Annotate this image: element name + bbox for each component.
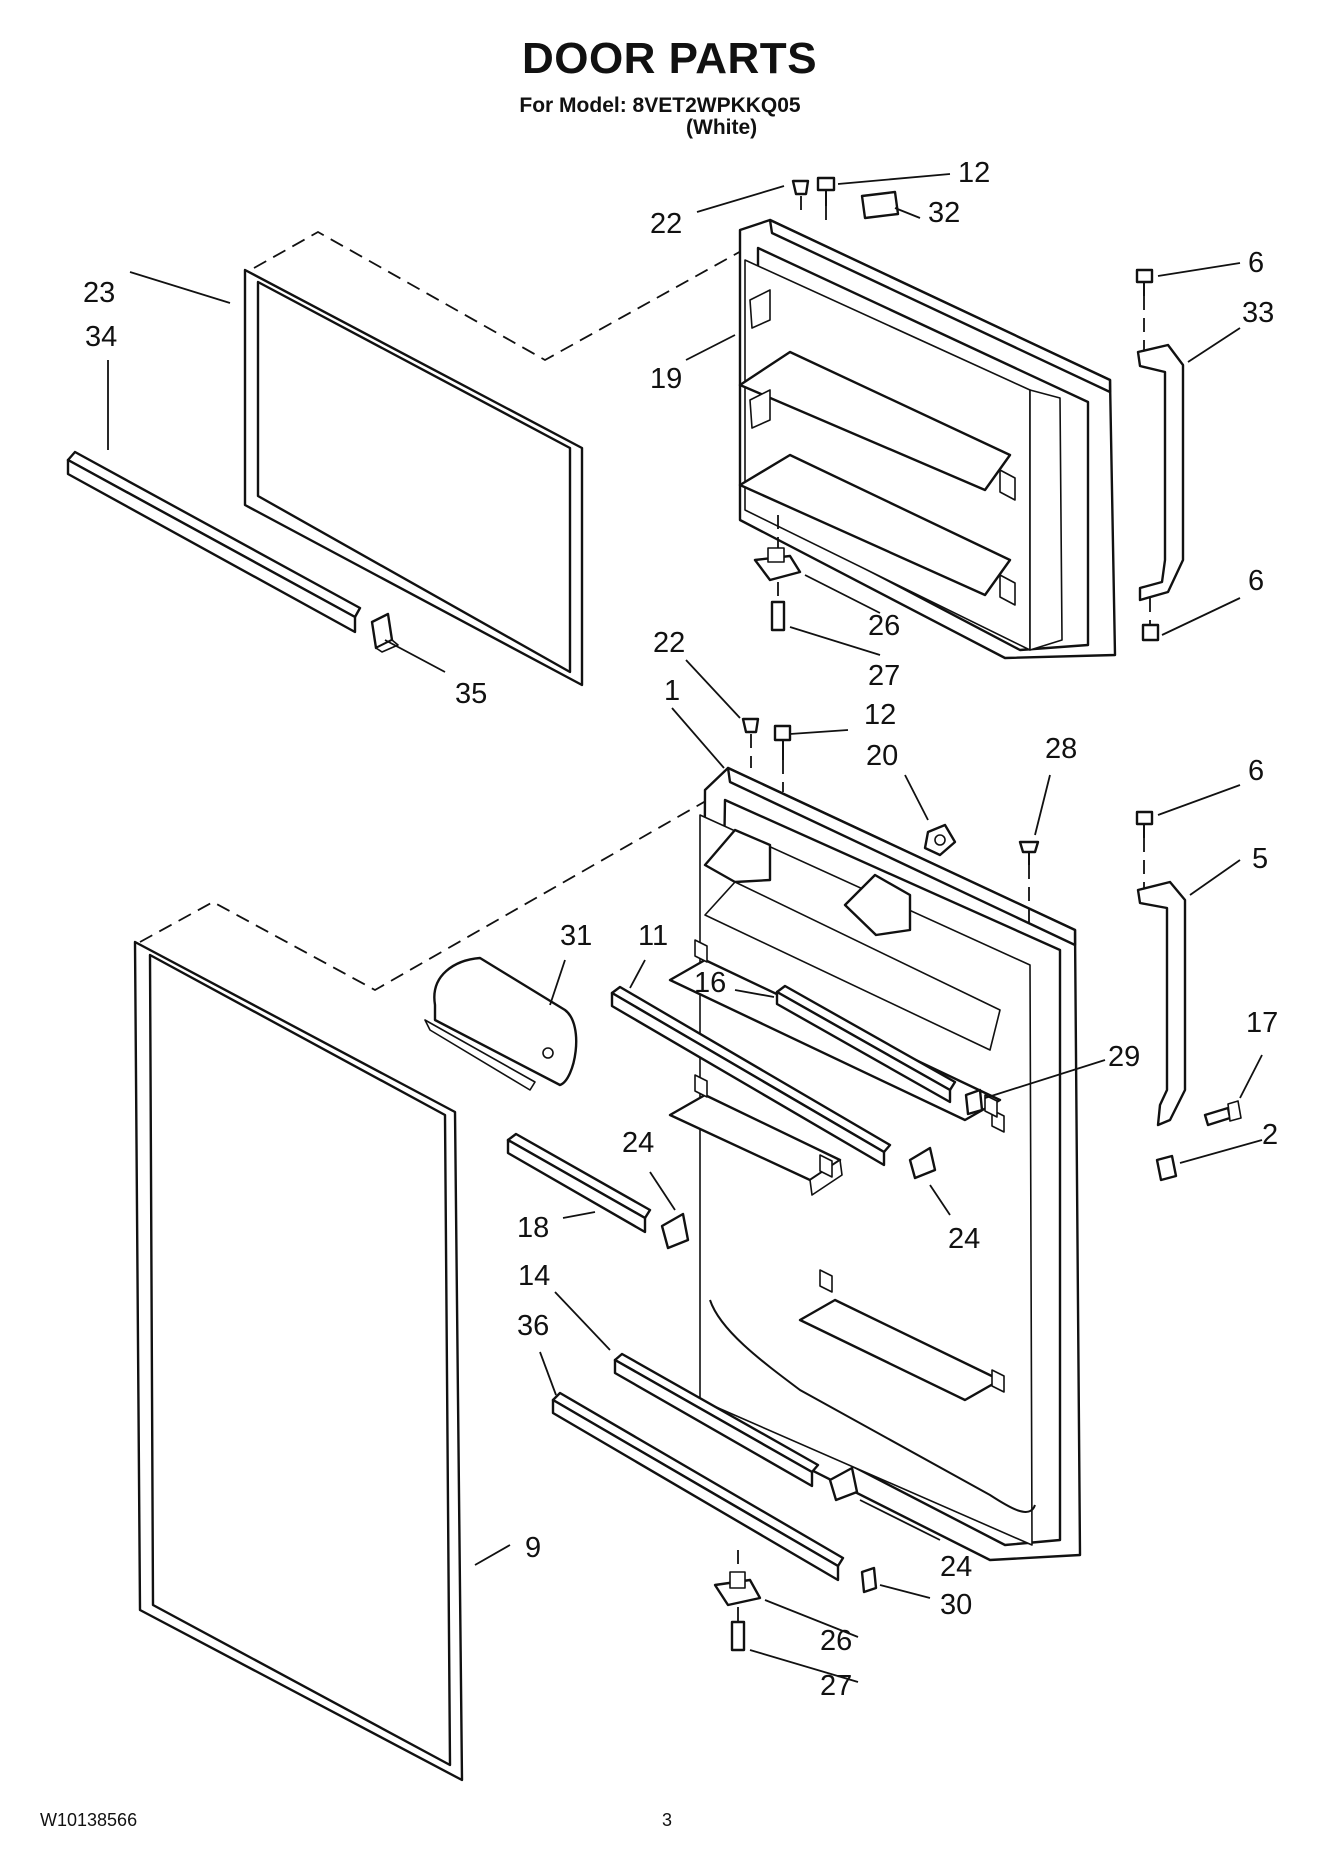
- freezer-trim-strip: [66, 450, 362, 634]
- dairy-door: [424, 956, 578, 1091]
- freezer-handle-screw-top: [1135, 268, 1154, 350]
- callout-27-top: 27: [868, 660, 900, 692]
- callout-23: 23: [83, 277, 115, 309]
- callout-26-top: 26: [868, 610, 900, 642]
- callout-33: 33: [1242, 297, 1274, 329]
- callout-9: 9: [525, 1532, 541, 1564]
- page-number: 3: [662, 1810, 673, 1830]
- callout-36: 36: [517, 1310, 549, 1342]
- bottom-cap: [860, 1566, 878, 1594]
- fresh-handle-screw-top: [1135, 810, 1154, 888]
- freezer-door-body: [738, 218, 1117, 660]
- callout-20: 20: [866, 740, 898, 772]
- upper-shelf-bar: [610, 985, 892, 1167]
- callout-30: 30: [940, 1589, 972, 1621]
- freezer-label: [860, 190, 900, 220]
- freezer-top-screw-12: [816, 176, 836, 224]
- shelf-cap-left: [660, 1212, 690, 1250]
- callout-6-c: 6: [1248, 755, 1264, 787]
- leader-lines: [107, 173, 1263, 1683]
- callout-27-bottom: 27: [820, 1670, 852, 1702]
- color-line: (White): [686, 116, 758, 139]
- door-stop: [923, 823, 957, 857]
- small-shelf-bar: [506, 1132, 652, 1234]
- callout-28: 28: [1045, 733, 1077, 765]
- lower-shelf-cap: [828, 1466, 859, 1502]
- fresh-handle-cap: [1155, 1154, 1178, 1182]
- callout-26-bottom: 26: [820, 1625, 852, 1657]
- fresh-food-gasket: [133, 940, 464, 1782]
- lower-bar-14: [613, 1352, 820, 1488]
- page-title: DOOR PARTS: [521, 34, 818, 83]
- freezer-top-screw-22: [791, 179, 810, 218]
- callout-29: 29: [1108, 1041, 1140, 1073]
- callout-2: 2: [1262, 1119, 1278, 1151]
- callout-12-mid: 12: [864, 699, 896, 731]
- callout-12-top: 12: [958, 157, 990, 189]
- callout-17: 17: [1246, 1007, 1278, 1039]
- callout-35: 35: [455, 678, 487, 710]
- callout-19: 19: [650, 363, 682, 395]
- fresh-food-handle: [1136, 880, 1187, 1127]
- callout-22-top: 22: [650, 208, 682, 240]
- lower-bar-36: [551, 1391, 845, 1582]
- freezer-handle: [1136, 343, 1185, 602]
- freezer-gasket: [243, 268, 584, 687]
- callout-6-b: 6: [1248, 565, 1264, 597]
- freezer-handle-screw-bottom: [1141, 598, 1160, 642]
- fresh-alignment-dashline: [139, 789, 726, 992]
- upper-trim: [775, 984, 957, 1104]
- callout-11: 11: [638, 920, 668, 952]
- fresh-handle-side-screw: [1203, 1100, 1242, 1127]
- callout-16: 16: [694, 967, 726, 999]
- shelf-cap-right: [908, 1146, 937, 1180]
- fresh-hinge: [713, 1550, 762, 1607]
- callout-5: 5: [1252, 843, 1268, 875]
- callout-32: 32: [928, 197, 960, 229]
- callout-24-c: 24: [940, 1551, 972, 1583]
- callout-1: 1: [664, 675, 680, 707]
- callout-31: 31: [560, 920, 592, 952]
- callout-34: 34: [85, 321, 117, 353]
- callout-24-a: 24: [622, 1127, 654, 1159]
- document-number: W10138566: [40, 1810, 138, 1830]
- callout-6-a: 6: [1248, 247, 1264, 279]
- plug: [1018, 840, 1040, 925]
- callout-14: 14: [518, 1260, 550, 1292]
- callout-22-mid: 22: [653, 627, 685, 659]
- model-line: For Model: 8VET2WPKKQ05: [519, 94, 801, 117]
- freezer-hinge-screw: [770, 582, 786, 632]
- callout-24-b: 24: [948, 1223, 980, 1255]
- fresh-top-screw-22: [741, 717, 760, 768]
- freezer-trim-clip: [370, 612, 399, 653]
- fresh-top-screw-12: [773, 724, 792, 792]
- freezer-hinge: [753, 515, 802, 582]
- fresh-hinge-screw: [730, 1607, 746, 1652]
- right-end-cap: [964, 1088, 984, 1116]
- callout-18: 18: [517, 1212, 549, 1244]
- freezer-alignment-dashline: [253, 230, 771, 362]
